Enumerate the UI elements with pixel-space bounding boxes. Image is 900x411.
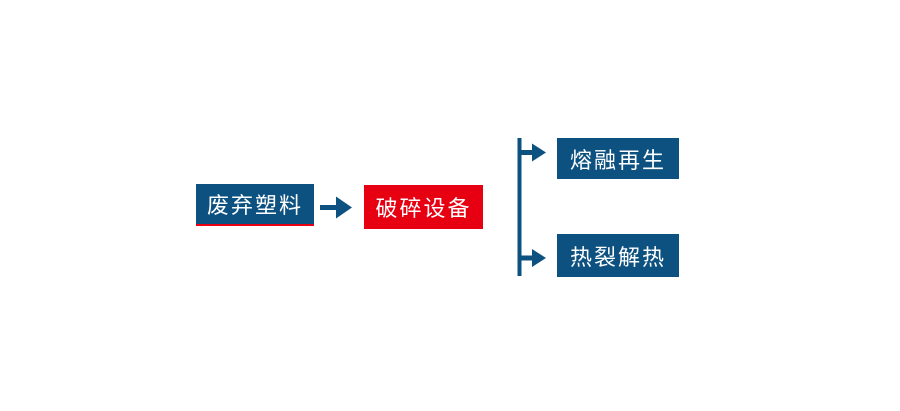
node-waste-plastic-label: 废弃塑料 xyxy=(206,193,303,218)
node-crushing-equipment: 破碎设备 xyxy=(364,185,483,229)
node-crushing-equipment-label: 破碎设备 xyxy=(375,196,472,221)
branch-arrow-bottom-icon xyxy=(518,249,546,267)
node-melt-regeneration-label: 熔融再生 xyxy=(569,147,666,173)
node-waste-plastic: 废弃塑料 xyxy=(196,184,314,226)
node-pyrolysis-heat-label: 热裂解热 xyxy=(569,244,666,270)
node-pyrolysis-heat: 热裂解热 xyxy=(557,234,679,277)
arrow-right-icon xyxy=(320,196,352,219)
branch-arrow-top-icon xyxy=(518,143,546,162)
node-melt-regeneration: 熔融再生 xyxy=(557,138,679,179)
